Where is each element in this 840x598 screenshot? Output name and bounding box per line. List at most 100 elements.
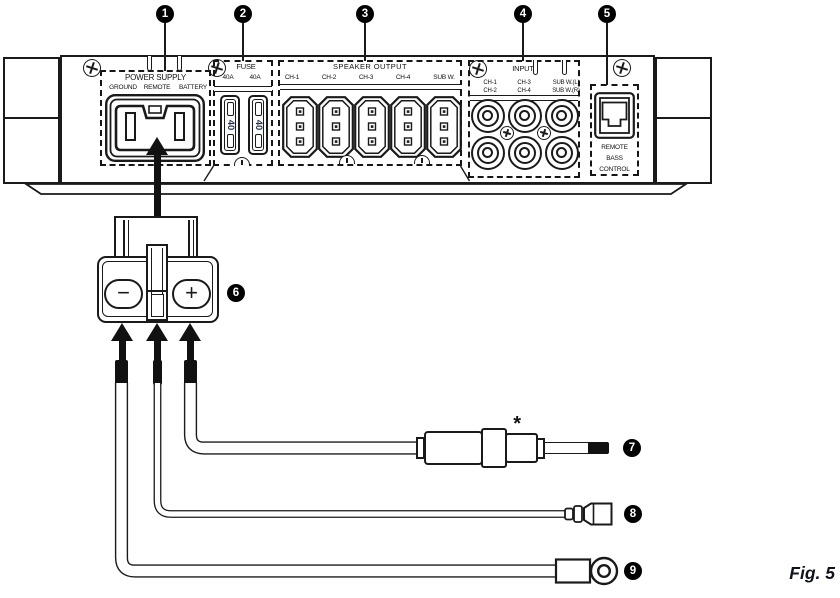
callout-1: 1 — [156, 5, 174, 23]
battery-wire — [185, 383, 421, 454]
rca-ring — [550, 104, 573, 127]
channel-label-ch3: CH-3 — [358, 74, 374, 81]
callout-4: 4 — [514, 5, 532, 23]
ground-wire-end — [115, 360, 128, 385]
fuse-title: FUSE — [236, 62, 256, 71]
callout-line-2 — [242, 23, 244, 61]
rj-opening — [601, 101, 628, 127]
screw-slot — [241, 160, 243, 165]
speaker-mount-bar — [280, 84, 462, 90]
rca-ring — [550, 141, 573, 164]
plug-latch-tab — [146, 244, 168, 321]
fuse-holder-body — [424, 431, 483, 465]
screw-slot — [421, 158, 423, 163]
battery-wire-end — [184, 360, 197, 385]
callout-line-1 — [164, 23, 166, 71]
half-screw-icon — [234, 157, 250, 166]
latch-line — [148, 290, 166, 292]
callout-line-4 — [522, 23, 524, 61]
plug-ridge — [188, 220, 190, 256]
fuse-holder-lead — [544, 442, 590, 454]
speaker-connector — [282, 96, 318, 158]
input-title: INPUT — [512, 64, 534, 73]
speaker-output-title: SPEAKER OUTPUT — [333, 62, 407, 71]
battery-wire-tip — [588, 442, 609, 454]
latch-line — [150, 248, 152, 317]
fuse-mount-bar — [214, 86, 272, 92]
rca-ring — [513, 141, 536, 164]
fuse-holder-collar — [536, 438, 545, 459]
speaker-connector-subw — [426, 96, 462, 158]
insert-arrow-stem — [186, 340, 194, 361]
callout-6: 6 — [227, 284, 245, 302]
callout-line-5 — [606, 23, 608, 85]
socket-pin-slot — [174, 112, 185, 141]
ring-terminal — [554, 556, 619, 586]
heatsink-cap-right-bottom — [655, 117, 712, 184]
insert-arrow — [111, 323, 133, 341]
remote-bass-jack — [594, 92, 635, 139]
rca-center — [482, 110, 494, 122]
fuse-window — [226, 134, 234, 148]
remote-wire — [154, 383, 570, 517]
callout-7: 7 — [623, 439, 641, 457]
terminal-label-remote: REMOTE — [143, 84, 171, 91]
rca-center — [519, 110, 531, 122]
rca-center — [482, 147, 494, 159]
power-inlet-socket — [105, 94, 205, 162]
spade-terminal — [564, 502, 613, 526]
rca-center — [556, 110, 568, 122]
channel-label-ch4: CH-4 — [395, 74, 411, 81]
callout-3: 3 — [356, 5, 374, 23]
latch-line — [162, 248, 164, 317]
remote-line: REMOTE — [601, 144, 628, 151]
input-section — [468, 60, 580, 178]
plug-ridge — [123, 220, 125, 256]
input-col-label: SUB W.(L) SUB W.(R) — [542, 80, 590, 95]
rca-ring — [476, 104, 499, 127]
rca-jack — [545, 99, 579, 133]
callout-8: 8 — [624, 505, 642, 523]
fuse-rating-label: 40A — [222, 74, 234, 81]
fuse-holder-band — [481, 428, 507, 468]
channel-label-ch2: CH-2 — [321, 74, 337, 81]
wire-slot-tick — [562, 60, 567, 75]
rca-center — [519, 147, 531, 159]
insert-arrow-stem — [118, 340, 126, 361]
socket-pin-slot — [125, 112, 136, 141]
remote-line: BASS — [606, 155, 623, 162]
rca-jack — [545, 136, 579, 170]
input-col-bottom: SUB W.(R) — [552, 87, 580, 94]
terminal-label-ground: GROUND — [109, 84, 137, 91]
screw-slot — [346, 158, 348, 163]
input-col-label: CH-3 CH-4 — [502, 80, 546, 95]
plus-terminal-label: + — [172, 279, 211, 309]
fuse-body — [224, 99, 236, 151]
ground-wire — [116, 383, 558, 577]
heatsink-cap-left-bottom — [3, 117, 60, 184]
half-screw-icon — [339, 155, 355, 164]
input-col-top: SUB W.(L) — [552, 80, 580, 86]
channel-label-ch1: CH-1 — [284, 74, 300, 81]
power-supply-title: POWER SUPPLY — [124, 73, 187, 82]
fuse-window — [254, 102, 262, 116]
callout-line-3 — [364, 23, 366, 61]
minus-terminal-label: − — [104, 279, 143, 309]
remote-wire-end — [153, 360, 162, 385]
fuse-window — [226, 102, 234, 116]
panel-crease — [459, 165, 471, 182]
terminal-label-battery: BATTERY — [179, 84, 207, 91]
channel-label-subw: SUB W. — [433, 74, 455, 81]
input-col-top: CH-1 — [483, 80, 497, 86]
rca-center — [556, 147, 568, 159]
wire-slot-tick — [533, 60, 538, 75]
insert-arrow — [179, 323, 201, 341]
remote-bass-section — [590, 84, 639, 176]
insert-arrow-main-stem — [153, 153, 161, 216]
insert-arrow-stem — [154, 340, 161, 361]
fuse-holder-cap — [505, 433, 538, 463]
callout-9: 9 — [624, 562, 642, 580]
fuse-rating-label: 40A — [249, 74, 261, 81]
insert-arrow — [146, 323, 168, 341]
